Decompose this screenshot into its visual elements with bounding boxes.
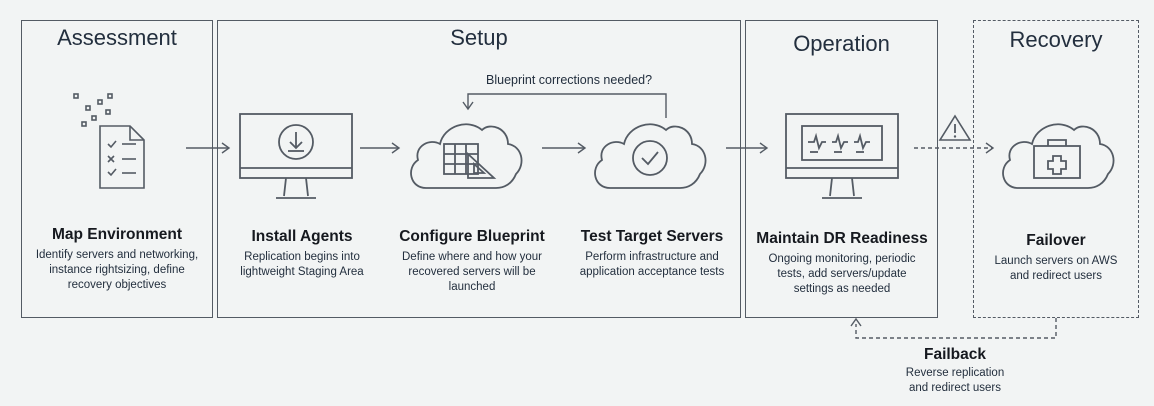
step-desc-line: and redirect users	[908, 382, 1002, 394]
step-desc-install: Replication begins into lightweight Stag…	[222, 250, 382, 280]
step-desc-line: Identify servers and networking,	[35, 249, 199, 261]
step-failback: Failback Reverse replication and redirec…	[880, 346, 1030, 396]
step-desc-map: Identify servers and networking, instanc…	[26, 248, 208, 293]
phase-title-recovery: Recovery	[1009, 27, 1103, 52]
step-desc-line: Perform infrastructure and	[585, 251, 719, 263]
step-configure-blueprint: Configure Blueprint Define where and how…	[388, 228, 556, 295]
phase-recovery: Recovery	[973, 20, 1139, 318]
step-title-test: Test Target Servers	[580, 228, 724, 245]
step-maintain-dr-readiness: Maintain DR Readiness Ongoing monitoring…	[750, 230, 934, 297]
step-desc-line: application acceptance tests	[579, 266, 725, 278]
cloud-check-icon	[594, 123, 707, 189]
step-desc-line: lightweight Staging Area	[240, 266, 364, 278]
step-failover: Failover Launch servers on AWS and redir…	[978, 232, 1134, 284]
step-desc-line: tests, add servers/update	[777, 268, 907, 280]
step-desc-line: settings as needed	[793, 283, 891, 295]
phase-title-setup: Setup	[450, 25, 508, 50]
step-desc-configure: Define where and how your recovered serv…	[388, 250, 556, 295]
step-desc-line: launched	[448, 281, 496, 293]
step-desc-line: recovered servers will be	[408, 266, 536, 278]
step-desc-line: instance rightsizing, define	[49, 264, 185, 276]
cloud-first-aid-icon	[1002, 123, 1115, 189]
step-test-target-servers: Test Target Servers Perform infrastructu…	[566, 228, 738, 280]
step-title-failover: Failover	[1026, 232, 1086, 249]
step-desc-line: Reverse replication	[905, 367, 1005, 379]
checklist-document-icon	[73, 93, 145, 189]
step-desc-test: Perform infrastructure and application a…	[566, 250, 738, 280]
phase-title-assessment: Assessment	[57, 25, 177, 50]
phase-title-operation: Operation	[793, 31, 890, 56]
warning-icon	[938, 114, 972, 141]
step-title-install: Install Agents	[251, 228, 353, 245]
monitor-download-icon	[239, 113, 353, 199]
monitor-heartbeat-icon	[785, 113, 899, 199]
blueprint-corrections-label: Blueprint corrections needed?	[486, 73, 653, 87]
phase-operation: Operation	[745, 20, 938, 318]
cloud-blueprint-icon	[410, 123, 523, 189]
step-desc-failover: Launch servers on AWS and redirect users	[978, 254, 1134, 284]
step-title-configure: Configure Blueprint	[399, 228, 545, 245]
step-title-maintain: Maintain DR Readiness	[756, 230, 928, 247]
phase-assessment: Assessment	[21, 20, 213, 318]
step-title-map: Map Environment	[51, 226, 183, 243]
step-desc-line: Ongoing monitoring, periodic	[768, 253, 916, 265]
step-desc-failback: Reverse replication and redirect users	[880, 366, 1030, 396]
step-desc-maintain: Ongoing monitoring, periodic tests, add …	[750, 252, 934, 297]
step-desc-line: Launch servers on AWS	[994, 255, 1118, 267]
step-desc-line: recovery objectives	[67, 279, 167, 291]
phase-setup: Setup	[217, 20, 741, 318]
step-title-failback: Failback	[923, 346, 987, 363]
step-map-environment: Map Environment Identify servers and net…	[26, 226, 208, 293]
step-desc-line: Define where and how your	[402, 251, 542, 263]
step-desc-line: Replication begins into	[244, 251, 360, 263]
step-install-agents: Install Agents Replication begins into l…	[222, 228, 382, 280]
step-desc-line: and redirect users	[1009, 270, 1103, 282]
